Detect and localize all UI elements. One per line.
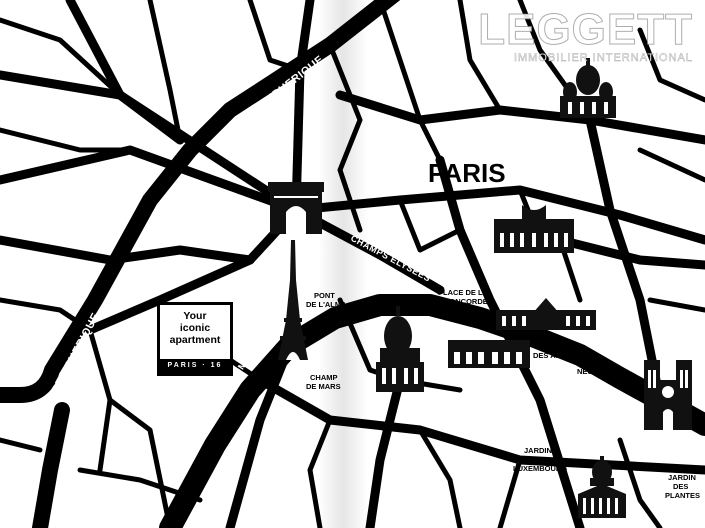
notre-dame-icon — [644, 360, 692, 430]
street — [77, 467, 203, 503]
boulevard-center — [435, 155, 585, 528]
street — [0, 437, 43, 453]
street — [397, 197, 463, 253]
rue-left-mid — [0, 235, 255, 265]
pantheon-icon — [578, 456, 626, 518]
peripherique-lower-road — [32, 402, 70, 528]
leggett-watermark: LEGGETT IMMOBILIER INTERNATIONAL — [478, 5, 693, 64]
louvre-icon — [496, 298, 596, 330]
label-champ-mars-1: CHAMP — [310, 373, 338, 382]
boulevard-north — [335, 90, 705, 145]
street — [417, 427, 463, 528]
label-plantes-2: DES — [673, 482, 688, 491]
label-pont-neuf-2: NEUF — [577, 367, 598, 376]
callout-line-3: apartment — [169, 334, 221, 346]
label-concorde-1: PLACE DE LA — [438, 288, 489, 297]
callout-text: Your iconic apartment — [160, 310, 230, 346]
brand-tagline: IMMOBILIER INTERNATIONAL — [513, 52, 693, 64]
label-concorde-2: CONCORDE — [444, 297, 488, 306]
callout-district: PARIS · 16 — [160, 359, 230, 373]
label-plantes-1: JARDIN — [668, 473, 696, 482]
label-pont-neuf-1: PONT — [576, 358, 597, 367]
brand-name: LEGGETT — [478, 5, 693, 54]
rue-south — [365, 375, 405, 528]
street — [0, 127, 133, 153]
label-pont-alma-1: PONT — [314, 291, 335, 300]
street — [647, 297, 705, 313]
street — [457, 0, 503, 113]
rue-east — [555, 235, 705, 270]
label-pont-arts-2: DES ARTS — [533, 351, 571, 360]
opera-garnier-icon — [494, 205, 574, 253]
street — [247, 0, 303, 73]
street — [637, 27, 705, 103]
sacre-coeur-icon — [560, 58, 616, 118]
label-pont-arts-1: PONT — [540, 342, 561, 351]
street — [0, 297, 113, 473]
avenue-d — [85, 205, 301, 335]
seine-river — [159, 294, 705, 528]
musee-orsay-icon — [448, 340, 530, 368]
street — [497, 457, 523, 528]
label-luxembourg-1: JARDIN — [524, 446, 552, 455]
rue-southwest — [225, 340, 295, 528]
city-label-paris: PARIS — [428, 158, 506, 188]
callout-line-1: Your — [183, 310, 207, 322]
eiffel-tower-icon — [278, 240, 308, 360]
avenue-c — [291, 0, 315, 215]
page-fold — [318, 0, 368, 528]
label-pont-alma-2: DE L'ALMA — [306, 300, 347, 309]
callout-line-2: iconic — [179, 322, 211, 334]
street — [637, 147, 705, 183]
arc-de-triomphe-icon — [268, 182, 324, 234]
apartment-callout: Your iconic apartment PARIS · 16 — [157, 302, 233, 376]
street — [107, 397, 173, 528]
invalides-dome-icon — [376, 306, 424, 392]
label-plantes-3: PLANTES — [665, 491, 700, 500]
street — [147, 0, 183, 143]
label-champ-mars-2: DE MARS — [306, 382, 341, 391]
street — [0, 17, 123, 98]
street — [377, 0, 443, 163]
street — [617, 437, 663, 528]
label-luxembourg-2: DU — [532, 455, 543, 464]
label-luxembourg-3: LUXEMBOURG — [513, 464, 567, 473]
